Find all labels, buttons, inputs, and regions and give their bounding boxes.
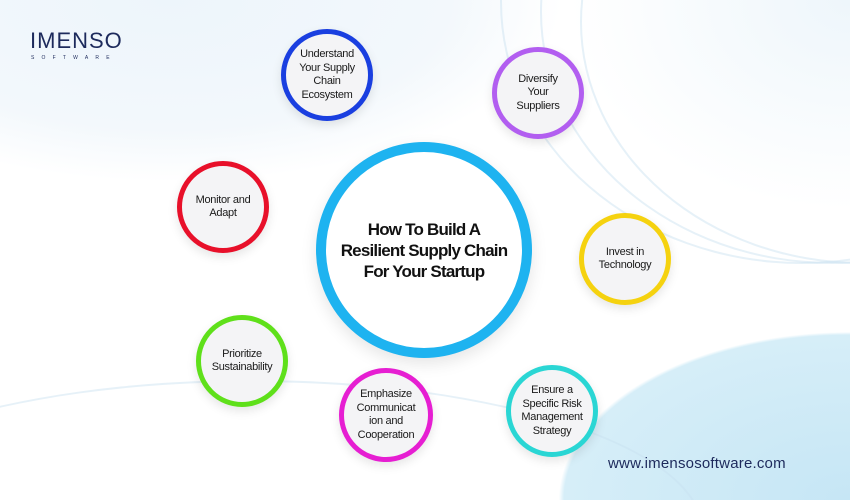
node-label: Diversify Your Suppliers: [516, 72, 560, 112]
center-topic-title: How To Build A Resilient Supply Chain Fo…: [340, 219, 508, 281]
node-emphasize-communication: Emphasize Communicat ion and Cooperation: [339, 368, 433, 462]
node-invest-technology: Invest in Technology: [579, 213, 671, 305]
node-label: Understand Your Supply Chain Ecosystem: [299, 48, 355, 101]
node-label: Invest in Technology: [598, 245, 652, 272]
node-prioritize-sustainability: Prioritize Sustainability: [196, 315, 288, 407]
node-label: Ensure a Specific Risk Management Strate…: [521, 384, 583, 437]
logo-wordmark: IMENSO: [30, 28, 123, 53]
node-risk-management: Ensure a Specific Risk Management Strate…: [506, 365, 598, 457]
node-label: Prioritize Sustainability: [211, 347, 273, 374]
imenso-logo: IMENSO SOFTWARE: [30, 28, 123, 62]
node-label: Monitor and Adapt: [195, 193, 251, 220]
node-understand-supply-chain: Understand Your Supply Chain Ecosystem: [281, 29, 373, 121]
node-monitor-adapt: Monitor and Adapt: [177, 161, 269, 253]
center-topic-circle: How To Build A Resilient Supply Chain Fo…: [316, 142, 532, 358]
logo-tagline: SOFTWARE: [31, 55, 117, 61]
node-label: Emphasize Communicat ion and Cooperation: [356, 388, 416, 441]
node-diversify-suppliers: Diversify Your Suppliers: [492, 47, 584, 139]
website-url: www.imensosoftware.com: [608, 455, 786, 472]
